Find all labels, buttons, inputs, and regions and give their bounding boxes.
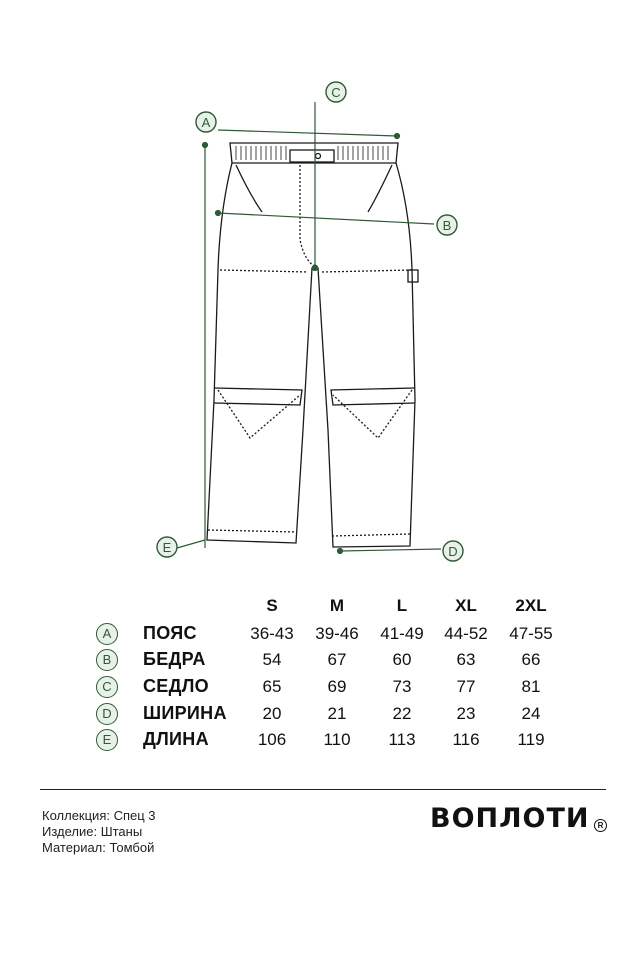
size-header-xl: XL (455, 596, 477, 615)
product-info: Коллекция: Спец 3 Изделие: Штаны Материа… (42, 808, 156, 856)
marker-badge: A (96, 623, 118, 645)
brand-logo: ВОПЛОТИ (430, 803, 590, 834)
svg-text:A: A (202, 115, 211, 130)
marker-badge: D (96, 703, 118, 725)
marker-badge: C (96, 676, 118, 698)
table-cell: 106 (257, 730, 287, 749)
table-cell: 39-46 (315, 624, 359, 643)
table-cell: 66 (521, 650, 541, 669)
marker-d-icon: D (442, 540, 464, 562)
table-cell: 36-43 (250, 624, 294, 643)
marker-e-icon: E (156, 536, 178, 558)
table-cell: 63 (456, 650, 476, 669)
table-cell: 110 (323, 730, 351, 749)
size-header-l: L (396, 596, 408, 615)
table-row: D ШИРИНА 20 21 22 23 24 (0, 701, 640, 727)
size-table: S M L XL 2XL A ПОЯС 36-43 39-46 41-49 44… (0, 590, 640, 760)
table-cell: 113 (388, 730, 416, 749)
table-cell: 119 (517, 730, 545, 749)
marker-b-icon: B (436, 214, 458, 236)
item-text: Изделие: Штаны (42, 824, 143, 839)
table-cell: 47-55 (509, 624, 553, 643)
table-cell: 77 (456, 677, 476, 696)
table-row: A ПОЯС 36-43 39-46 41-49 44-52 47-55 (0, 621, 640, 647)
table-row: E ДЛИНА 106 110 113 116 119 (0, 727, 640, 753)
table-cell: 41-49 (380, 624, 424, 643)
marker-badge: B (96, 649, 118, 671)
table-cell: 65 (262, 677, 282, 696)
marker-c-icon: C (325, 81, 347, 103)
row-label: ДЛИНА (143, 729, 209, 749)
table-cell: 81 (521, 677, 541, 696)
row-label: ШИРИНА (143, 703, 227, 723)
svg-text:C: C (331, 85, 340, 100)
table-cell: 20 (262, 704, 282, 723)
table-cell: 44-52 (444, 624, 488, 643)
size-header-m: M (329, 596, 345, 615)
collection-text: Коллекция: Спец 3 (42, 808, 156, 823)
svg-text:E: E (163, 540, 172, 555)
marker-badge: E (96, 729, 118, 751)
table-cell: 22 (392, 704, 412, 723)
table-row: B БЕДРА 54 67 60 63 66 (0, 647, 640, 673)
table-cell: 23 (456, 704, 476, 723)
row-label: СЕДЛО (143, 676, 209, 696)
measurement-lines (176, 102, 442, 555)
table-cell: 21 (327, 704, 347, 723)
size-header-2xl: 2XL (515, 596, 547, 615)
svg-text:B: B (443, 218, 452, 233)
row-label: ПОЯС (143, 623, 197, 643)
row-label: БЕДРА (143, 649, 206, 669)
pants-diagram: A C B D E (156, 81, 464, 562)
marker-a-icon: A (195, 111, 217, 133)
table-cell: 116 (452, 730, 480, 749)
divider (40, 789, 606, 790)
svg-text:D: D (448, 544, 457, 559)
table-cell: 60 (392, 650, 412, 669)
table-cell: 67 (327, 650, 347, 669)
material-text: Материал: Томбой (42, 840, 155, 855)
marker-badges: A C B D E (156, 81, 464, 562)
table-row: C СЕДЛО 65 69 73 77 81 (0, 674, 640, 700)
size-header-s: S (266, 596, 278, 615)
table-cell: 54 (262, 650, 282, 669)
table-cell: 73 (392, 677, 412, 696)
registered-mark-icon: R (594, 819, 607, 832)
pants-outline (206, 142, 419, 548)
table-cell: 69 (327, 677, 347, 696)
table-cell: 24 (521, 704, 541, 723)
